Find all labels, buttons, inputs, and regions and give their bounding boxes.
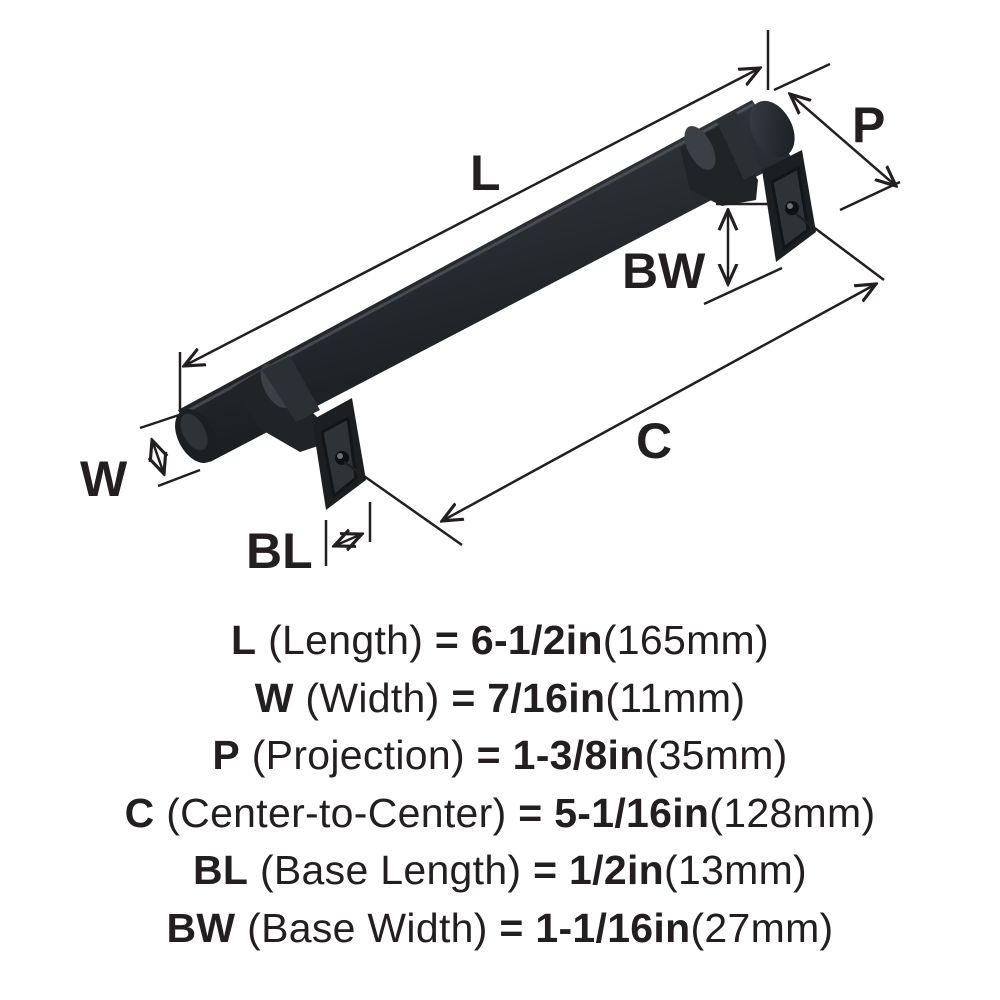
left-base-plate [312,398,366,510]
left-post [232,356,330,452]
spec-description: (Projection) [251,732,465,778]
spec-projection: P (Projection) = 1-3/8in(35mm) [0,727,1000,785]
label-length: L [470,145,501,201]
label-width: W [80,451,128,507]
spec-base-width: BW (Base Width) = 1-1/16in(27mm) [0,900,1000,958]
spec-description: (Base Length) [259,847,522,893]
spec-code: BW [166,904,236,951]
spec-imperial-value: 5-1/16in [554,789,710,836]
spec-imperial-value: 1-3/8in [512,732,645,778]
label-center-to-center: C [636,413,672,469]
spec-metric-value: (35mm) [644,732,788,778]
dim-line-center-to-center [442,284,876,521]
spec-code: P [212,732,241,778]
spec-center-to-center: C (Center-to-Center) = 5-1/16in(128mm) [0,785,1000,843]
spec-code: W [254,674,294,721]
spec-equals: = [499,904,524,951]
dim-line-base-length [334,534,362,546]
label-projection: P [852,97,885,153]
spec-code: BL [192,847,249,893]
dimension-spec-list: L (Length) = 6-1/2in(165mm) W (Width) = … [0,612,1000,957]
spec-metric-value: (11mm) [605,674,746,721]
dimension-lines [139,30,901,566]
spec-imperial-value: 1/2in [569,847,664,893]
pull-handle-diagram: L P BW C W BL [80,30,901,579]
label-base-width: BW [622,243,706,299]
spec-description: (Length) [268,617,424,663]
spec-imperial-value: 7/16in [487,674,606,721]
dim-line-projection [790,94,896,186]
spec-code: C [124,789,155,836]
spec-equals: = [451,674,476,721]
spec-description: (Width) [305,674,440,721]
spec-equals: = [476,732,501,778]
spec-equals: = [518,789,543,836]
right-base-plate [762,150,816,262]
spec-length: L (Length) = 6-1/2in(165mm) [0,612,1000,670]
spec-width: W (Width) = 7/16in(11mm) [0,670,1000,728]
spec-metric-value: (165mm) [602,617,769,663]
spec-code: L [231,617,257,663]
spec-description: (Center-to-Center) [166,789,507,836]
spec-equals: = [533,847,558,893]
spec-equals: = [434,617,460,663]
spec-metric-value: (27mm) [690,904,834,951]
spec-description: (Base Width) [247,904,488,951]
spec-base-length: BL (Base Length) = 1/2in(13mm) [0,842,1000,900]
spec-metric-value: (13mm) [663,847,808,893]
spec-imperial-value: 1-1/16in [535,904,691,951]
label-base-length: BL [246,523,313,579]
spec-imperial-value: 6-1/2in [470,617,603,663]
dim-line-length [184,68,760,366]
spec-metric-value: (128mm) [709,789,876,836]
dim-line-width [152,440,164,474]
